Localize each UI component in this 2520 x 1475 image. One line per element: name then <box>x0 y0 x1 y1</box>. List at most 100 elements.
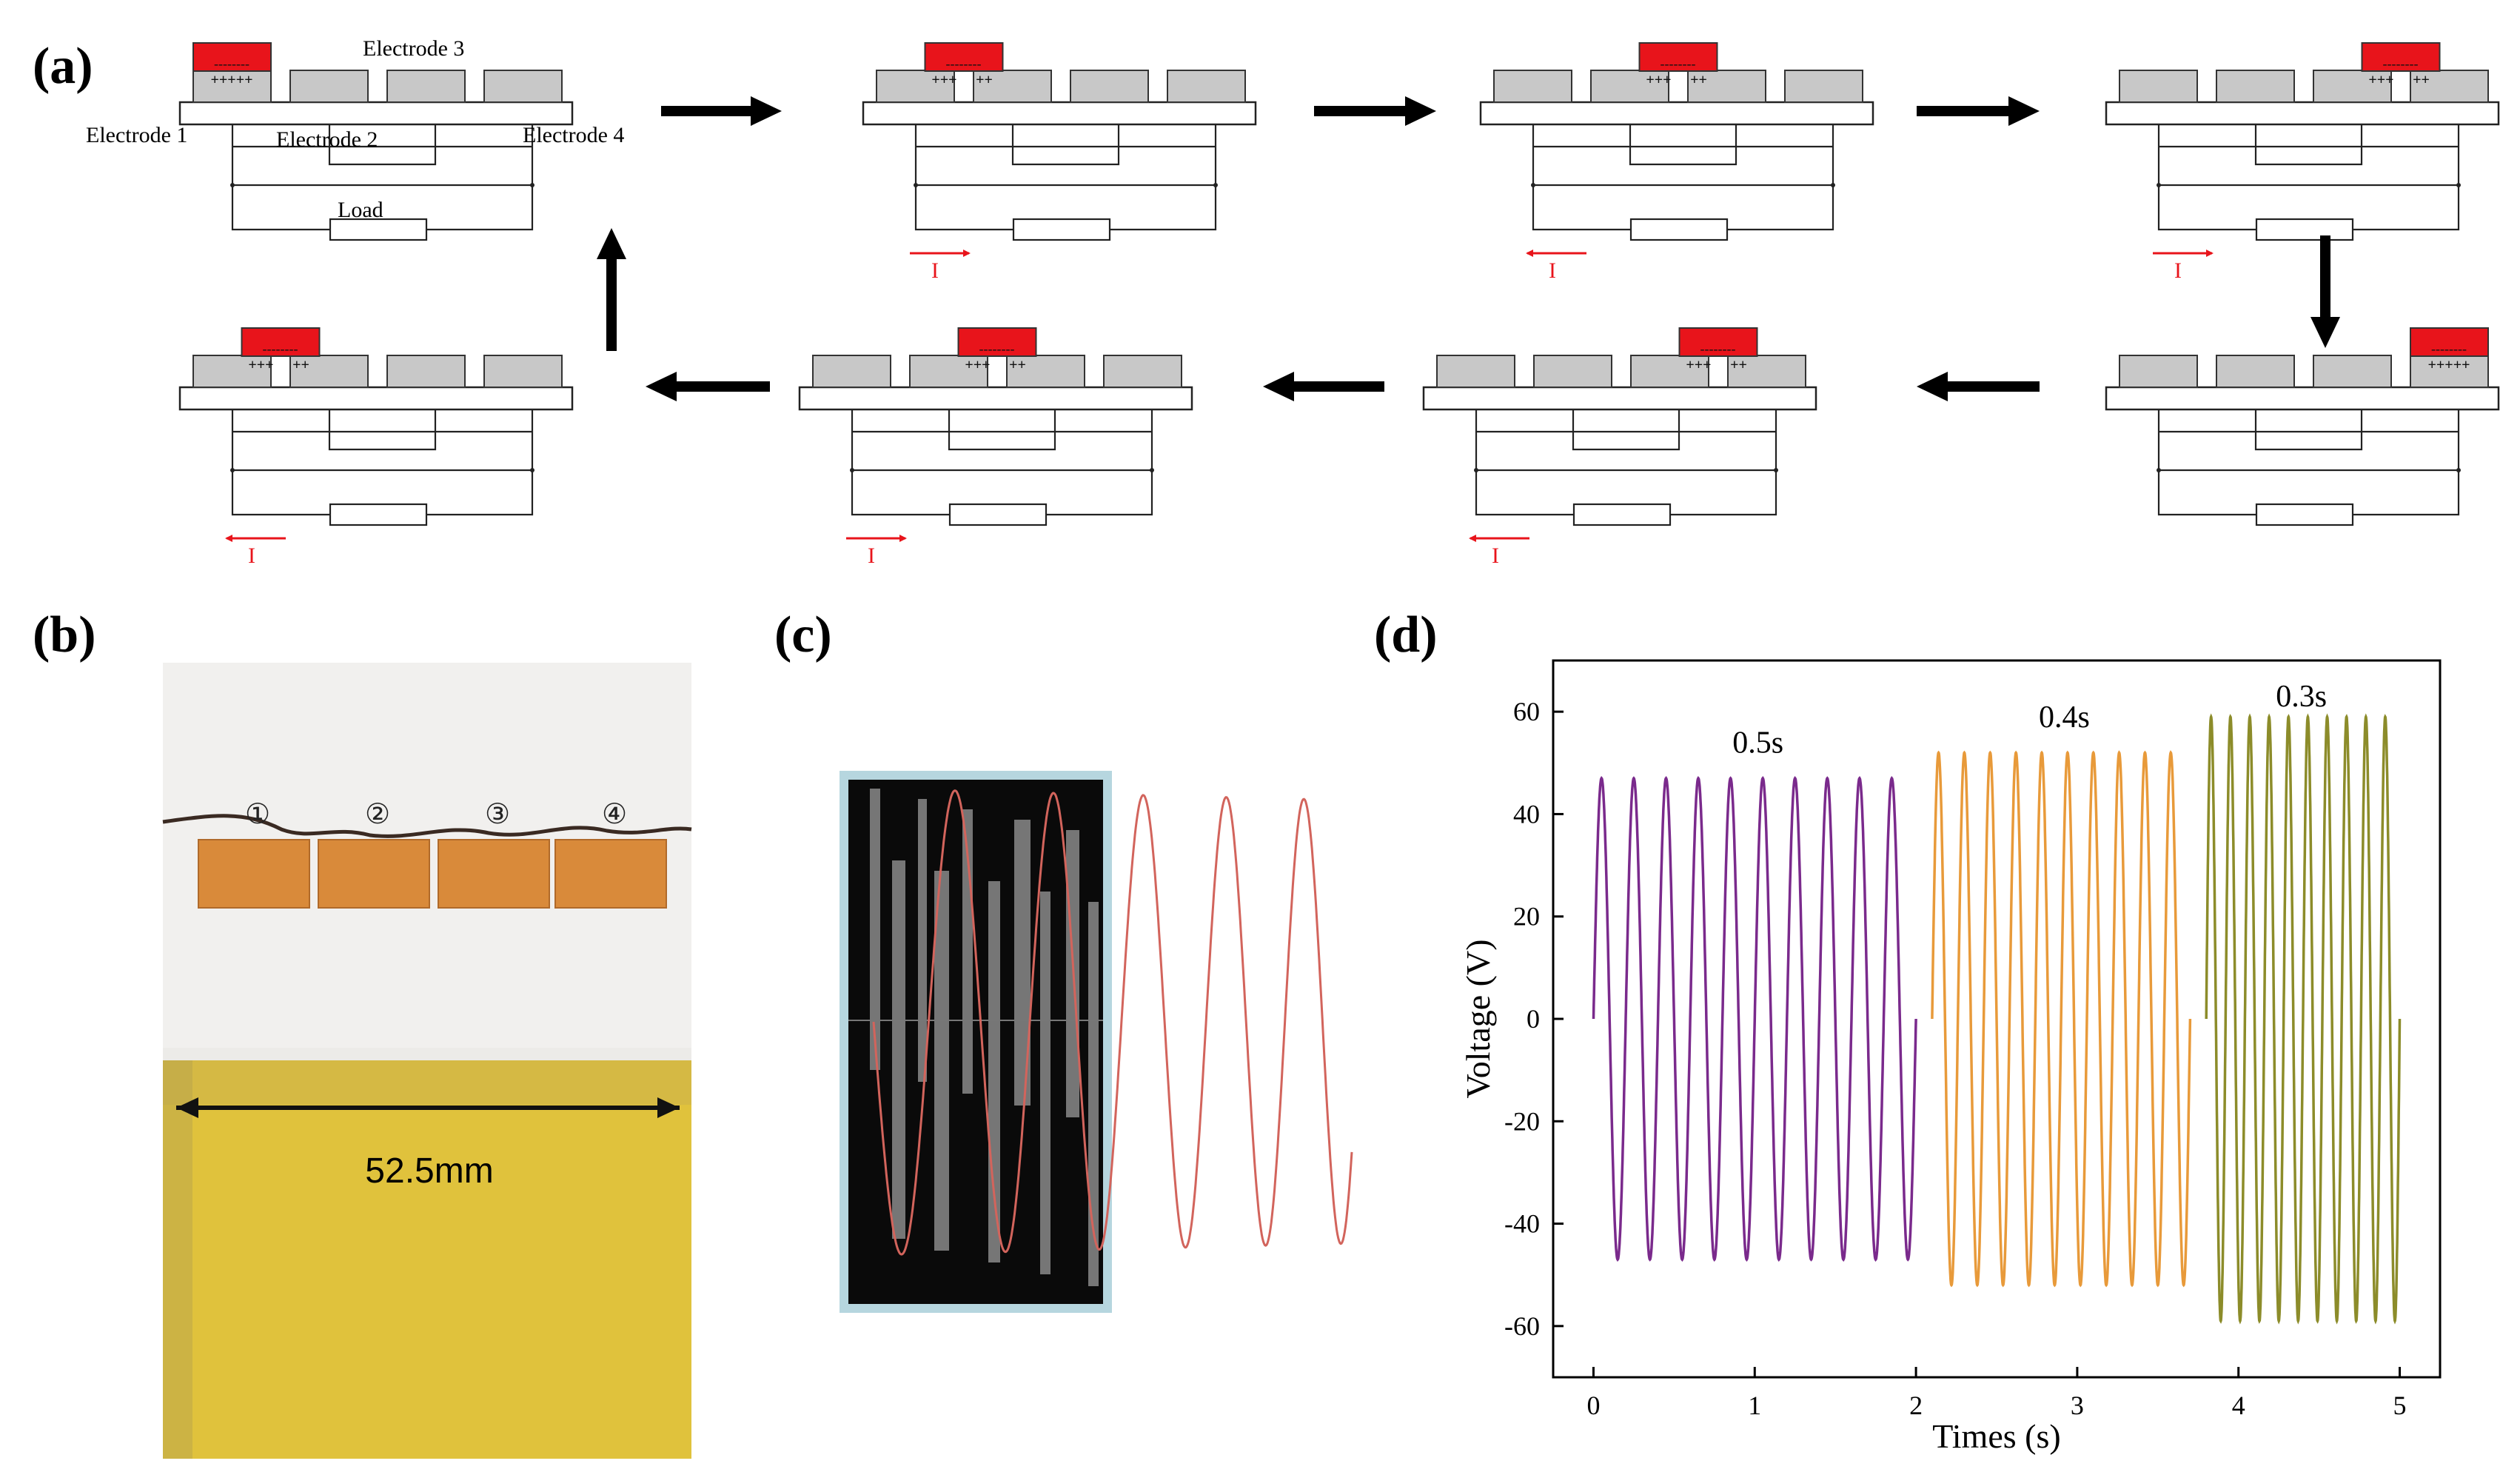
slider <box>2410 327 2489 357</box>
wire-inner <box>1629 124 1737 166</box>
flow-arrow-shaft <box>1314 106 1408 116</box>
electrode-2 <box>1533 355 1612 388</box>
load-resistor <box>1629 218 1729 241</box>
electrode-3 <box>1070 70 1149 103</box>
flow-arrow-head <box>2310 317 2340 348</box>
y-axis-label: Voltage (V) <box>1459 939 1497 1098</box>
electrode-4 <box>1727 355 1806 388</box>
electrode-2 <box>289 355 369 388</box>
stage-5: --------+++++ <box>2105 327 2500 526</box>
wire-outer <box>2157 409 2460 472</box>
current-label: I <box>2174 258 2182 283</box>
strip-electrode-body <box>438 839 550 909</box>
electrode-4 <box>1103 355 1182 388</box>
node <box>2456 183 2461 187</box>
electrode-charges: +++ <box>1646 72 1671 88</box>
strip-electrode-4: ④ <box>554 799 667 909</box>
panel-c: (c) <box>774 606 1353 1313</box>
electrode-3-label: Electrode 3 <box>363 36 464 61</box>
noise-band <box>1040 892 1050 1274</box>
series-line-2 <box>1931 750 2192 1288</box>
electrode-2 <box>2216 70 2295 103</box>
strip-electrode-body <box>554 839 667 909</box>
wire-inner <box>1011 124 1120 166</box>
electrode-2 <box>2216 355 2295 388</box>
electrode-1 <box>192 70 272 103</box>
flow-arrow-head <box>1917 372 1948 401</box>
strip-electrode-body <box>198 839 310 909</box>
electrode-charges: +++ <box>248 357 273 373</box>
wire-outer <box>1475 409 1777 472</box>
x-tick-label: 1 <box>1748 1391 1761 1420</box>
slider <box>924 42 1004 72</box>
strip-electrode-3: ③ <box>438 799 550 909</box>
electrode-1 <box>876 70 955 103</box>
slider-charges: -------- <box>1700 341 1736 356</box>
x-tick-label: 3 <box>2071 1391 2084 1420</box>
load-resistor <box>2255 218 2354 241</box>
annotation-3: 0.3s <box>2276 680 2327 714</box>
electrode-2 <box>973 70 1052 103</box>
substrate <box>1422 386 1817 411</box>
node <box>1474 468 1478 472</box>
current-label: I <box>868 543 875 568</box>
wire-load <box>2157 470 2460 516</box>
stage-3: --------+++++I <box>1479 42 1874 283</box>
electrode-3 <box>2313 355 2392 388</box>
electrode-charges: ++ <box>1690 72 1707 88</box>
noise-band <box>892 860 905 1239</box>
wire-inner <box>948 409 1056 451</box>
slider <box>241 327 321 357</box>
electrode-2 <box>289 70 369 103</box>
current-label: I <box>1549 258 1556 283</box>
slider <box>1638 42 1718 72</box>
node <box>2157 468 2161 472</box>
video-frame <box>840 771 1112 1313</box>
stage-8: --------+++++I <box>178 327 574 568</box>
slider-charges: -------- <box>979 341 1015 356</box>
x-tick-label: 4 <box>2232 1391 2245 1420</box>
electrode-2 <box>1590 70 1669 103</box>
electrode-3 <box>386 355 466 388</box>
slider <box>957 327 1037 357</box>
flow-arrow-shaft <box>1917 106 2011 116</box>
electrode-charges: ++ <box>1009 357 1026 373</box>
wire-load <box>231 185 534 231</box>
device-body <box>163 1060 691 1459</box>
slider <box>1678 327 1758 357</box>
wire-inner <box>328 409 437 451</box>
node <box>1213 183 1218 187</box>
current-label: I <box>248 543 255 568</box>
noise-band <box>870 789 880 1070</box>
electrode-3 <box>1006 355 1085 388</box>
flow-arrow-shaft <box>661 106 754 116</box>
flow-arrow <box>1917 372 2040 401</box>
electrode-1 <box>812 355 891 388</box>
substrate <box>798 386 1193 411</box>
flow-arrow <box>1917 96 2040 126</box>
electrode-charges: +++ <box>2368 72 2393 88</box>
x-axis-label: Times (s) <box>1932 1417 2060 1455</box>
load-resistor <box>1572 503 1672 526</box>
wire-load <box>231 470 534 516</box>
series-line-3 <box>2205 713 2402 1325</box>
flow-arrow-shaft <box>1945 381 2040 392</box>
flow-arrow-head <box>646 372 677 401</box>
electrode-1 <box>1493 70 1572 103</box>
node <box>1150 468 1154 472</box>
strip-electrode-body <box>318 839 430 909</box>
current-label: I <box>931 258 939 283</box>
y-tick-label: 0 <box>1527 1004 1540 1034</box>
y-tick-label: -60 <box>1504 1311 1540 1341</box>
strip-electrode-number: ③ <box>485 799 510 830</box>
flow-arrow <box>1314 96 1436 126</box>
flow-arrow <box>597 228 626 351</box>
electrode-1 <box>1436 355 1515 388</box>
electrode-charges: +++ <box>931 72 956 88</box>
node <box>230 183 235 187</box>
slider-charges: -------- <box>263 341 298 356</box>
flow-arrows <box>597 96 2340 401</box>
